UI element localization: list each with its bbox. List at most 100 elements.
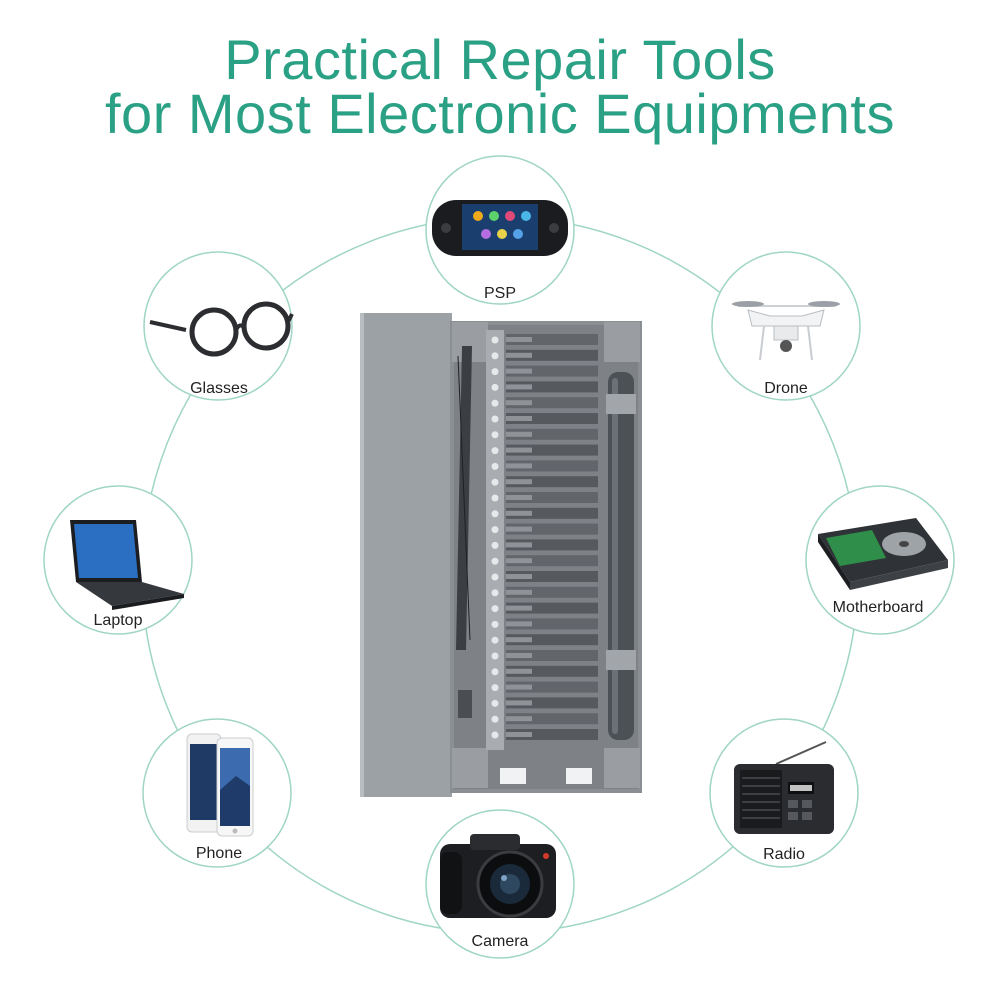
bit-slot — [491, 447, 499, 455]
bit-tip — [506, 495, 532, 500]
bit — [506, 365, 598, 377]
bit-slot — [491, 573, 499, 581]
bit-tip — [506, 574, 532, 579]
hard-drive-icon — [818, 518, 948, 590]
bit-slot — [491, 478, 499, 486]
label-radio: Radio — [763, 846, 805, 863]
radio-icon — [734, 741, 834, 834]
bit-slot — [491, 415, 499, 423]
bit — [506, 681, 598, 693]
bit-slot — [491, 431, 499, 439]
bit — [506, 428, 598, 440]
bit-slot — [491, 589, 499, 597]
glasses-icon — [149, 301, 294, 357]
bit-tip — [506, 479, 532, 485]
bit-slot — [491, 336, 499, 344]
bit-tip — [506, 700, 532, 706]
bit-slot — [491, 526, 499, 534]
device-psp: PSP — [425, 155, 575, 305]
bit-tip — [506, 463, 532, 469]
bit-slot — [491, 668, 499, 676]
bit-tip — [506, 653, 532, 658]
bit-slot — [491, 557, 499, 565]
bit — [506, 349, 598, 361]
bit-slot — [491, 652, 499, 660]
headline-line-1: Practical Repair Tools — [224, 28, 776, 91]
device-motherboard: Motherboard — [805, 485, 955, 635]
label-psp: PSP — [484, 285, 516, 302]
label-laptop: Laptop — [94, 612, 143, 629]
headline-line-2: for Most Electronic Equipments — [105, 82, 895, 145]
device-drone: Drone — [711, 251, 861, 401]
bit — [506, 413, 598, 424]
bit — [506, 586, 598, 598]
bit-rows — [491, 334, 598, 740]
bit-slot — [491, 731, 499, 739]
bit — [506, 713, 598, 725]
device-radio: Radio — [709, 718, 859, 868]
bit-tip — [506, 352, 532, 358]
bit-tip — [506, 431, 532, 437]
bit-tip — [506, 400, 532, 406]
bit — [506, 476, 598, 488]
bit-tip — [506, 684, 532, 690]
bit — [506, 634, 598, 646]
drone-icon — [732, 301, 840, 361]
camera-icon — [440, 834, 556, 918]
case-lid — [360, 313, 452, 797]
bit-tip — [506, 558, 532, 564]
bit-tip — [506, 526, 532, 532]
bit — [506, 729, 598, 740]
bit-slot — [491, 620, 499, 628]
device-laptop: Laptop — [43, 485, 193, 635]
device-glasses: Glasses — [143, 251, 294, 401]
bit-slot — [491, 636, 499, 644]
device-camera: Camera — [425, 809, 575, 959]
bit-tip — [506, 732, 532, 737]
bit-tip — [506, 668, 532, 674]
bit-slot — [491, 352, 499, 360]
screwdriver-kit-image — [360, 313, 642, 797]
bit-tip — [506, 621, 532, 627]
bit-slot — [491, 462, 499, 470]
bit — [506, 602, 598, 614]
bit — [506, 539, 598, 551]
bit — [506, 397, 598, 409]
phone-icon — [186, 733, 254, 837]
bit-slot — [491, 510, 499, 518]
bit-tip — [506, 589, 532, 595]
bit-slot — [491, 715, 499, 723]
bit — [506, 381, 598, 393]
bit-tip — [506, 416, 532, 421]
bit — [506, 618, 598, 630]
bit-tip — [506, 368, 532, 374]
laptop-icon — [70, 520, 184, 610]
bit — [506, 665, 598, 677]
bit — [506, 334, 598, 345]
bit — [506, 523, 598, 535]
bit — [506, 444, 598, 456]
bit-tip — [506, 542, 532, 548]
bit-tip — [506, 384, 532, 390]
bit — [506, 555, 598, 567]
label-glasses: Glasses — [190, 380, 248, 397]
bit — [506, 650, 598, 661]
label-camera: Camera — [472, 933, 529, 950]
bit-slot — [491, 605, 499, 613]
bit-slot — [491, 494, 499, 502]
device-phone: Phone — [142, 718, 292, 868]
label-motherboard: Motherboard — [833, 599, 924, 616]
bit-tip — [506, 637, 532, 643]
bit-tip — [506, 605, 532, 611]
bit-slot — [491, 383, 499, 391]
screwdriver-handle — [608, 372, 634, 740]
bit-slot — [491, 541, 499, 549]
bit-slot — [491, 399, 499, 407]
bit — [506, 460, 598, 472]
bit — [506, 697, 598, 709]
bit-tip — [506, 337, 532, 342]
bit — [506, 492, 598, 503]
bit — [506, 507, 598, 519]
